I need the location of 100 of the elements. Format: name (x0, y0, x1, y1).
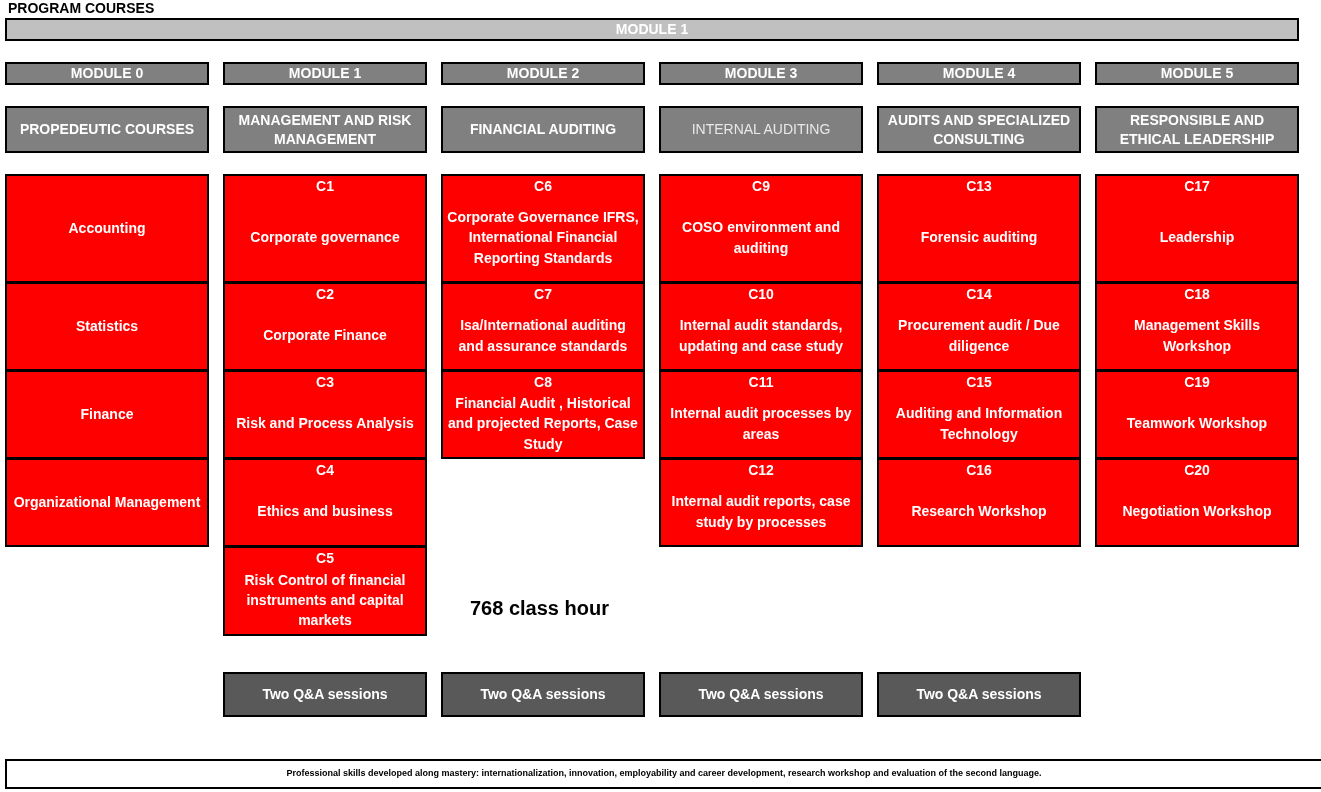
session-label: Two Q&A sessions (479, 685, 607, 705)
course-code: C16 (966, 462, 992, 478)
course-box (223, 370, 427, 459)
footer-band (5, 759, 1321, 789)
course-title: Statistics (74, 317, 140, 337)
course-box (877, 174, 1081, 283)
category-title: RESPONSIBLE AND ETHICAL LEADERSHIP (1118, 111, 1276, 148)
category-header (5, 106, 209, 153)
category-header (1095, 106, 1299, 153)
course-title: Leadership (1158, 228, 1236, 248)
course-code: C13 (966, 178, 992, 194)
course-box (441, 370, 645, 459)
course-title: Internal audit reports, case study by processes (670, 492, 852, 532)
course-code: C14 (966, 286, 992, 302)
course-box (1095, 282, 1299, 371)
course-title: Risk Control of financial instruments and capital markets (243, 570, 407, 631)
category-title: PROPEDEUTIC COURSES (18, 120, 196, 139)
course-title: Finance (79, 405, 135, 425)
course-title: Organizational Management (12, 493, 202, 513)
module-banner (5, 18, 1299, 41)
course-code: C6 (534, 178, 552, 194)
course-box (659, 370, 863, 459)
course-code: C7 (534, 286, 552, 302)
course-box (877, 282, 1081, 371)
category-title: AUDITS AND SPECIALIZED CONSULTING (886, 111, 1072, 148)
course-box (877, 458, 1081, 547)
banner-title: MODULE 1 (614, 20, 690, 40)
course-box (441, 174, 645, 283)
session-box (659, 672, 863, 717)
course-box (5, 458, 209, 547)
module-title: MODULE 4 (941, 64, 1017, 84)
course-code: C19 (1184, 374, 1210, 390)
session-label: Two Q&A sessions (261, 685, 389, 705)
course-code: C12 (748, 462, 774, 478)
course-box (659, 458, 863, 547)
session-box (223, 672, 427, 717)
course-box (5, 174, 209, 283)
course-title: Internal audit processes by areas (669, 404, 853, 444)
course-box (659, 282, 863, 371)
course-title: Teamwork Workshop (1125, 414, 1269, 434)
module-title: MODULE 2 (505, 64, 581, 84)
course-title: Management Skills Workshop (1132, 316, 1261, 356)
footer-note: Professional skills developed along mastery: internationalization, innovation, employability and career development, research workshop and evaluation of the second language. (285, 767, 1043, 781)
course-box (223, 546, 427, 636)
course-code: C15 (966, 374, 992, 390)
session-box (441, 672, 645, 717)
course-box (1095, 458, 1299, 547)
course-title: Risk and Process Analysis (235, 414, 415, 434)
category-title: INTERNAL AUDITING (690, 120, 832, 139)
category-header (223, 106, 427, 153)
course-box (877, 370, 1081, 459)
course-code: C18 (1184, 286, 1210, 302)
session-box (877, 672, 1081, 717)
course-code: C11 (748, 374, 774, 390)
course-title: Ethics and business (256, 502, 394, 522)
course-box (223, 282, 427, 371)
course-box (659, 174, 863, 283)
course-box (223, 458, 427, 547)
module-header (5, 62, 209, 85)
course-title: Isa/International auditing and assurance standards (457, 316, 629, 356)
course-code: C9 (752, 178, 770, 194)
course-title: Accounting (67, 219, 147, 239)
course-title: Corporate governance (249, 228, 401, 248)
course-title: Internal audit standards, updating and case study (677, 316, 845, 356)
course-title: Corporate Governance IFRS, International Financial Reporting Standards (446, 208, 640, 268)
course-code: C2 (316, 286, 334, 302)
course-code: C17 (1184, 178, 1210, 194)
module-header (441, 62, 645, 85)
session-label: Two Q&A sessions (697, 685, 825, 705)
course-box (1095, 174, 1299, 283)
course-title: Auditing and Information Technology (894, 404, 1064, 444)
page-title: PROGRAM COURSES (8, 0, 155, 16)
module-title: MODULE 0 (69, 64, 145, 84)
course-box (1095, 370, 1299, 459)
course-title: Research Workshop (910, 502, 1048, 522)
course-code: C20 (1184, 462, 1210, 478)
course-title: Financial Audit , Historical and projected Reports, Case Study (447, 394, 639, 454)
module-header (659, 62, 863, 85)
course-box (441, 282, 645, 371)
course-box (223, 174, 427, 283)
module-title: MODULE 3 (723, 64, 799, 84)
module-header (223, 62, 427, 85)
course-title: COSO environment and auditing (681, 218, 841, 258)
course-code: C10 (748, 286, 774, 302)
session-label: Two Q&A sessions (915, 685, 1043, 705)
category-title: MANAGEMENT AND RISK MANAGEMENT (237, 111, 413, 148)
module-header (1095, 62, 1299, 85)
hours-note: 768 class hour (470, 597, 609, 620)
course-title: Procurement audit / Due diligence (897, 316, 1061, 356)
course-box (5, 282, 209, 371)
category-header (877, 106, 1081, 153)
module-title: MODULE 1 (287, 64, 363, 84)
course-code: C1 (316, 178, 334, 194)
module-title: MODULE 5 (1159, 64, 1235, 84)
course-code: C5 (316, 550, 334, 566)
course-code: C4 (316, 462, 334, 478)
course-title: Corporate Finance (262, 326, 388, 346)
category-header (659, 106, 863, 153)
course-code: C3 (316, 374, 334, 390)
course-code: C8 (534, 374, 552, 390)
